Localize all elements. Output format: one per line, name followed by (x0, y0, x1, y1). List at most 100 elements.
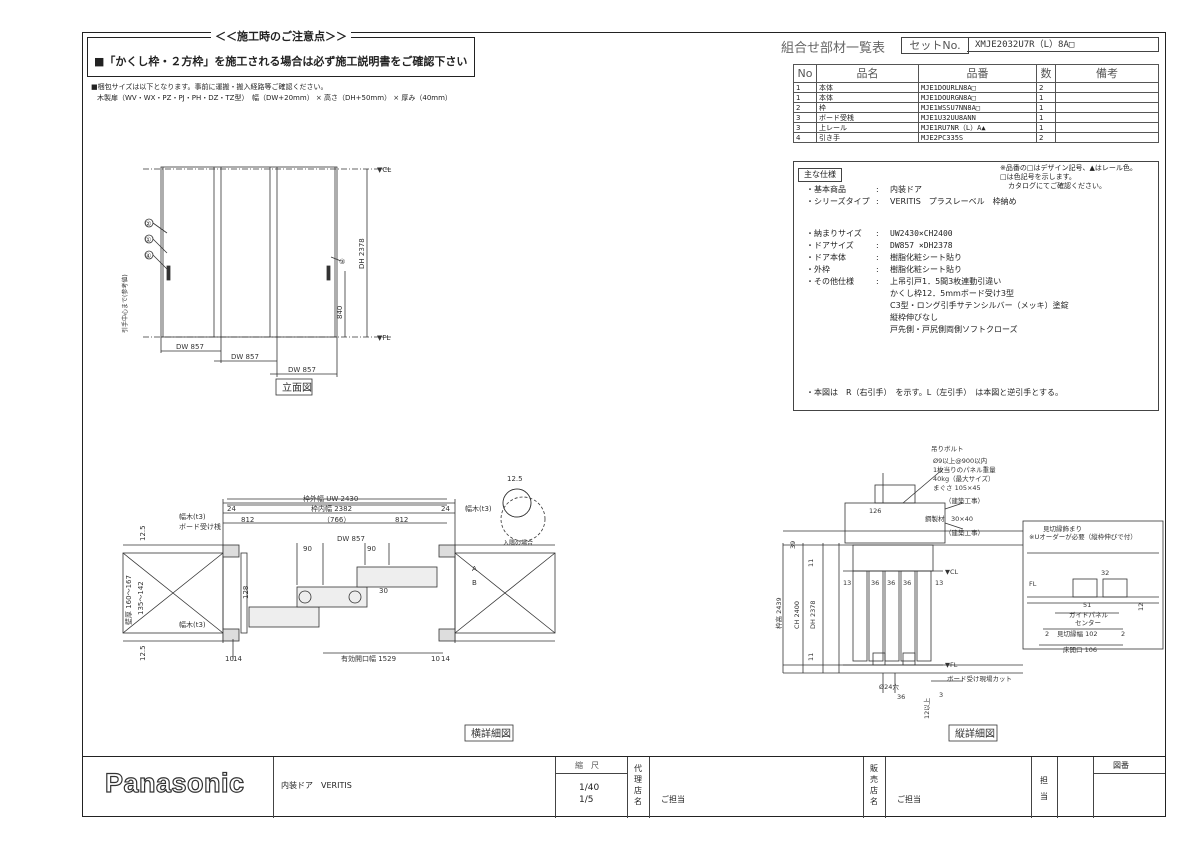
dim-frame-h: 枠高 2439 (774, 597, 783, 629)
notice-note-1: ■梱包サイズは以下となります。事前に運搬・搬入経路等ご確認ください。 (91, 83, 328, 91)
dim-51: 51 (1083, 601, 1091, 609)
dim-36b: 36 (887, 579, 895, 587)
drawing-no-label: 図番 (1113, 761, 1129, 770)
label-board: ボード受け桟 (179, 522, 221, 531)
label-hinge-a: A (472, 565, 477, 573)
notice-main: ■「かくし枠・２方枠」を施工される場合は必ず施工説明書をご確認下さい (94, 55, 468, 68)
spec-value: VERITIS プラスレーベル 枠納め (890, 197, 1017, 206)
spec-label: ・基本商品 (806, 185, 846, 194)
vertical-fl: ▼FL (945, 661, 958, 669)
dim-dw: DW 857 (337, 535, 365, 543)
elevation-dw-3: DW 857 (288, 366, 316, 374)
spec-value: 内装ドア (890, 185, 922, 194)
elevation-callout-4: ④ (145, 252, 151, 260)
scale-1: 1/40 (579, 783, 600, 793)
dim-wall: 壁厚 160～167 (124, 575, 133, 625)
dim-36a: 36 (871, 579, 879, 587)
dim-126: 126 (869, 507, 881, 515)
dim-10b: 10 (431, 655, 440, 663)
dim-ch: CH 2400 (793, 601, 801, 629)
dim-39: 39 (789, 541, 797, 549)
label-guide: ガイドパネル (1069, 610, 1109, 619)
vertical-cl: ▼CL (945, 568, 959, 576)
spec-other: 戸先側・戸尻側両側ソフトクローズ (890, 325, 1018, 334)
elevation-drawing (143, 166, 393, 377)
spec-value: 樹脂化粧シート貼り (890, 253, 962, 262)
tanto-label: 担当 (1040, 776, 1048, 801)
elevation-callout-3: ③ (339, 258, 345, 266)
dim-106: 床開口 106 (1063, 645, 1097, 654)
set-no-value: XMJE2032U7R（L）8A□ (967, 37, 1159, 52)
spec-label: ・シリーズタイプ (806, 197, 870, 206)
elevation-840: 840 (336, 306, 344, 319)
dim-12b: 12 (1137, 603, 1145, 611)
dim-128: 128 (242, 586, 250, 599)
scale-2: 1/5 (579, 795, 594, 805)
elevation-fl: ▼FL (377, 334, 390, 342)
elevation-cl: ▼CL (377, 166, 391, 174)
label-cut: ボード受け現場カット (947, 674, 1012, 683)
dim-14a: 14 (233, 655, 242, 663)
dim-90b: 90 (367, 545, 376, 553)
parts-list-title: 組合せ部材一覧表 (781, 41, 886, 56)
spec-tag: 主な仕様 (798, 168, 842, 182)
drawing-canvas: ▼CL ▼FL DH 2378 840 引手中心まで(参考値) DW 857 D… (121, 166, 1164, 742)
panasonic-logo: Panasonic (104, 767, 245, 798)
dim-24b: 24 (441, 505, 450, 513)
elevation-view-label: 立面図 (282, 381, 312, 394)
label-kouzai: 鋼製材 30×40 (925, 514, 973, 523)
scale-label: 縮 尺 (575, 761, 599, 770)
label-rail-note-2: ※Uオーダーが必要（縦枠伸びで付） (1029, 532, 1137, 541)
dim-12-above: 12以上 (922, 697, 931, 719)
vertical-detail-drawing (782, 468, 1164, 693)
spec-other: 縦枠伸びなし (890, 313, 938, 322)
label-mochiki-1: 幅木(t3) (179, 512, 206, 521)
dim-36d: 36 (897, 693, 905, 701)
elevation-dw-1: DW 857 (176, 343, 204, 351)
dim-11b: 11 (807, 653, 815, 661)
dim-wall-2: 135～142 (137, 581, 145, 615)
label-load-1: Ø9以上@900以内 (933, 456, 987, 465)
dim-766: （766） (323, 516, 350, 524)
label-rail-note-1: 見切縁飾まり (1043, 524, 1082, 533)
spec-label: ・外枠 (806, 265, 830, 274)
agent-label: 代理店名 (634, 764, 642, 806)
elevation-dw-2: DW 857 (231, 353, 259, 361)
label-center: センター (1075, 618, 1101, 627)
construction-notice-box: ＜＜施工時のご注意点＞＞ ■「かくし枠・２方枠」を施工される場合は必ず施工説明書… (87, 30, 475, 77)
elevation-callout-1: ① (145, 236, 151, 244)
notice-note-2: 木製扉（WV・WX・PZ・PJ・PH・DZ・TZ型） 幅（DW+20mm） × … (97, 94, 452, 102)
spec-legend-3: カタログにてご確認ください。 (1008, 182, 1106, 190)
dim-125a: 12.5 (139, 525, 147, 541)
dim-812b: 812 (395, 516, 408, 524)
dim-102: 見切縁幅 102 (1057, 629, 1097, 638)
horizontal-detail-drawing (122, 488, 556, 659)
spec-label: ・ドアサイズ (806, 241, 854, 250)
dim-opening: 有効開口幅 1529 (341, 654, 396, 663)
label-construct-1: （建築工事） (945, 496, 984, 505)
label-mochiki-3: 幅木(t3) (465, 504, 492, 513)
dealer-tanto: ご担当 (897, 795, 921, 804)
dim-inner: 枠内幅 2382 (311, 504, 352, 513)
spec-value: UW2430×CH2400 (890, 229, 953, 238)
dim-36c: 36 (903, 579, 911, 587)
label-mochiki-2: 幅木(t3) (179, 620, 206, 629)
horizontal-view-label: 横詳細図 (471, 727, 511, 740)
label-hinge-b: B (472, 579, 477, 587)
spec-value: 樹脂化粧シート貼り (890, 265, 962, 274)
label-bolt: 吊りボルト (931, 445, 964, 453)
set-no-label: セットNo. (901, 37, 969, 54)
dim-13a: 13 (843, 579, 851, 587)
agent-tanto: ご担当 (661, 795, 685, 804)
spec-value: 上吊引戸1．5間3枚連動引違い (890, 277, 1002, 286)
spec-legend-1: ※品番の□はデザイン記号、▲はレール色。 (1000, 164, 1137, 172)
dim-125c: 12.5 (507, 475, 523, 483)
product-name: 内装ドア VERITIS (281, 781, 352, 790)
elevation-labels: ▼CL ▼FL DH 2378 840 引手中心まで(参考値) DW 857 D… (121, 166, 391, 394)
dim-13b: 13 (935, 579, 943, 587)
dim-2b: 2 (1121, 630, 1125, 638)
dealer-label: 販売店名 (870, 764, 878, 806)
label-load-3: 40kg（最大サイズ） (933, 474, 994, 483)
